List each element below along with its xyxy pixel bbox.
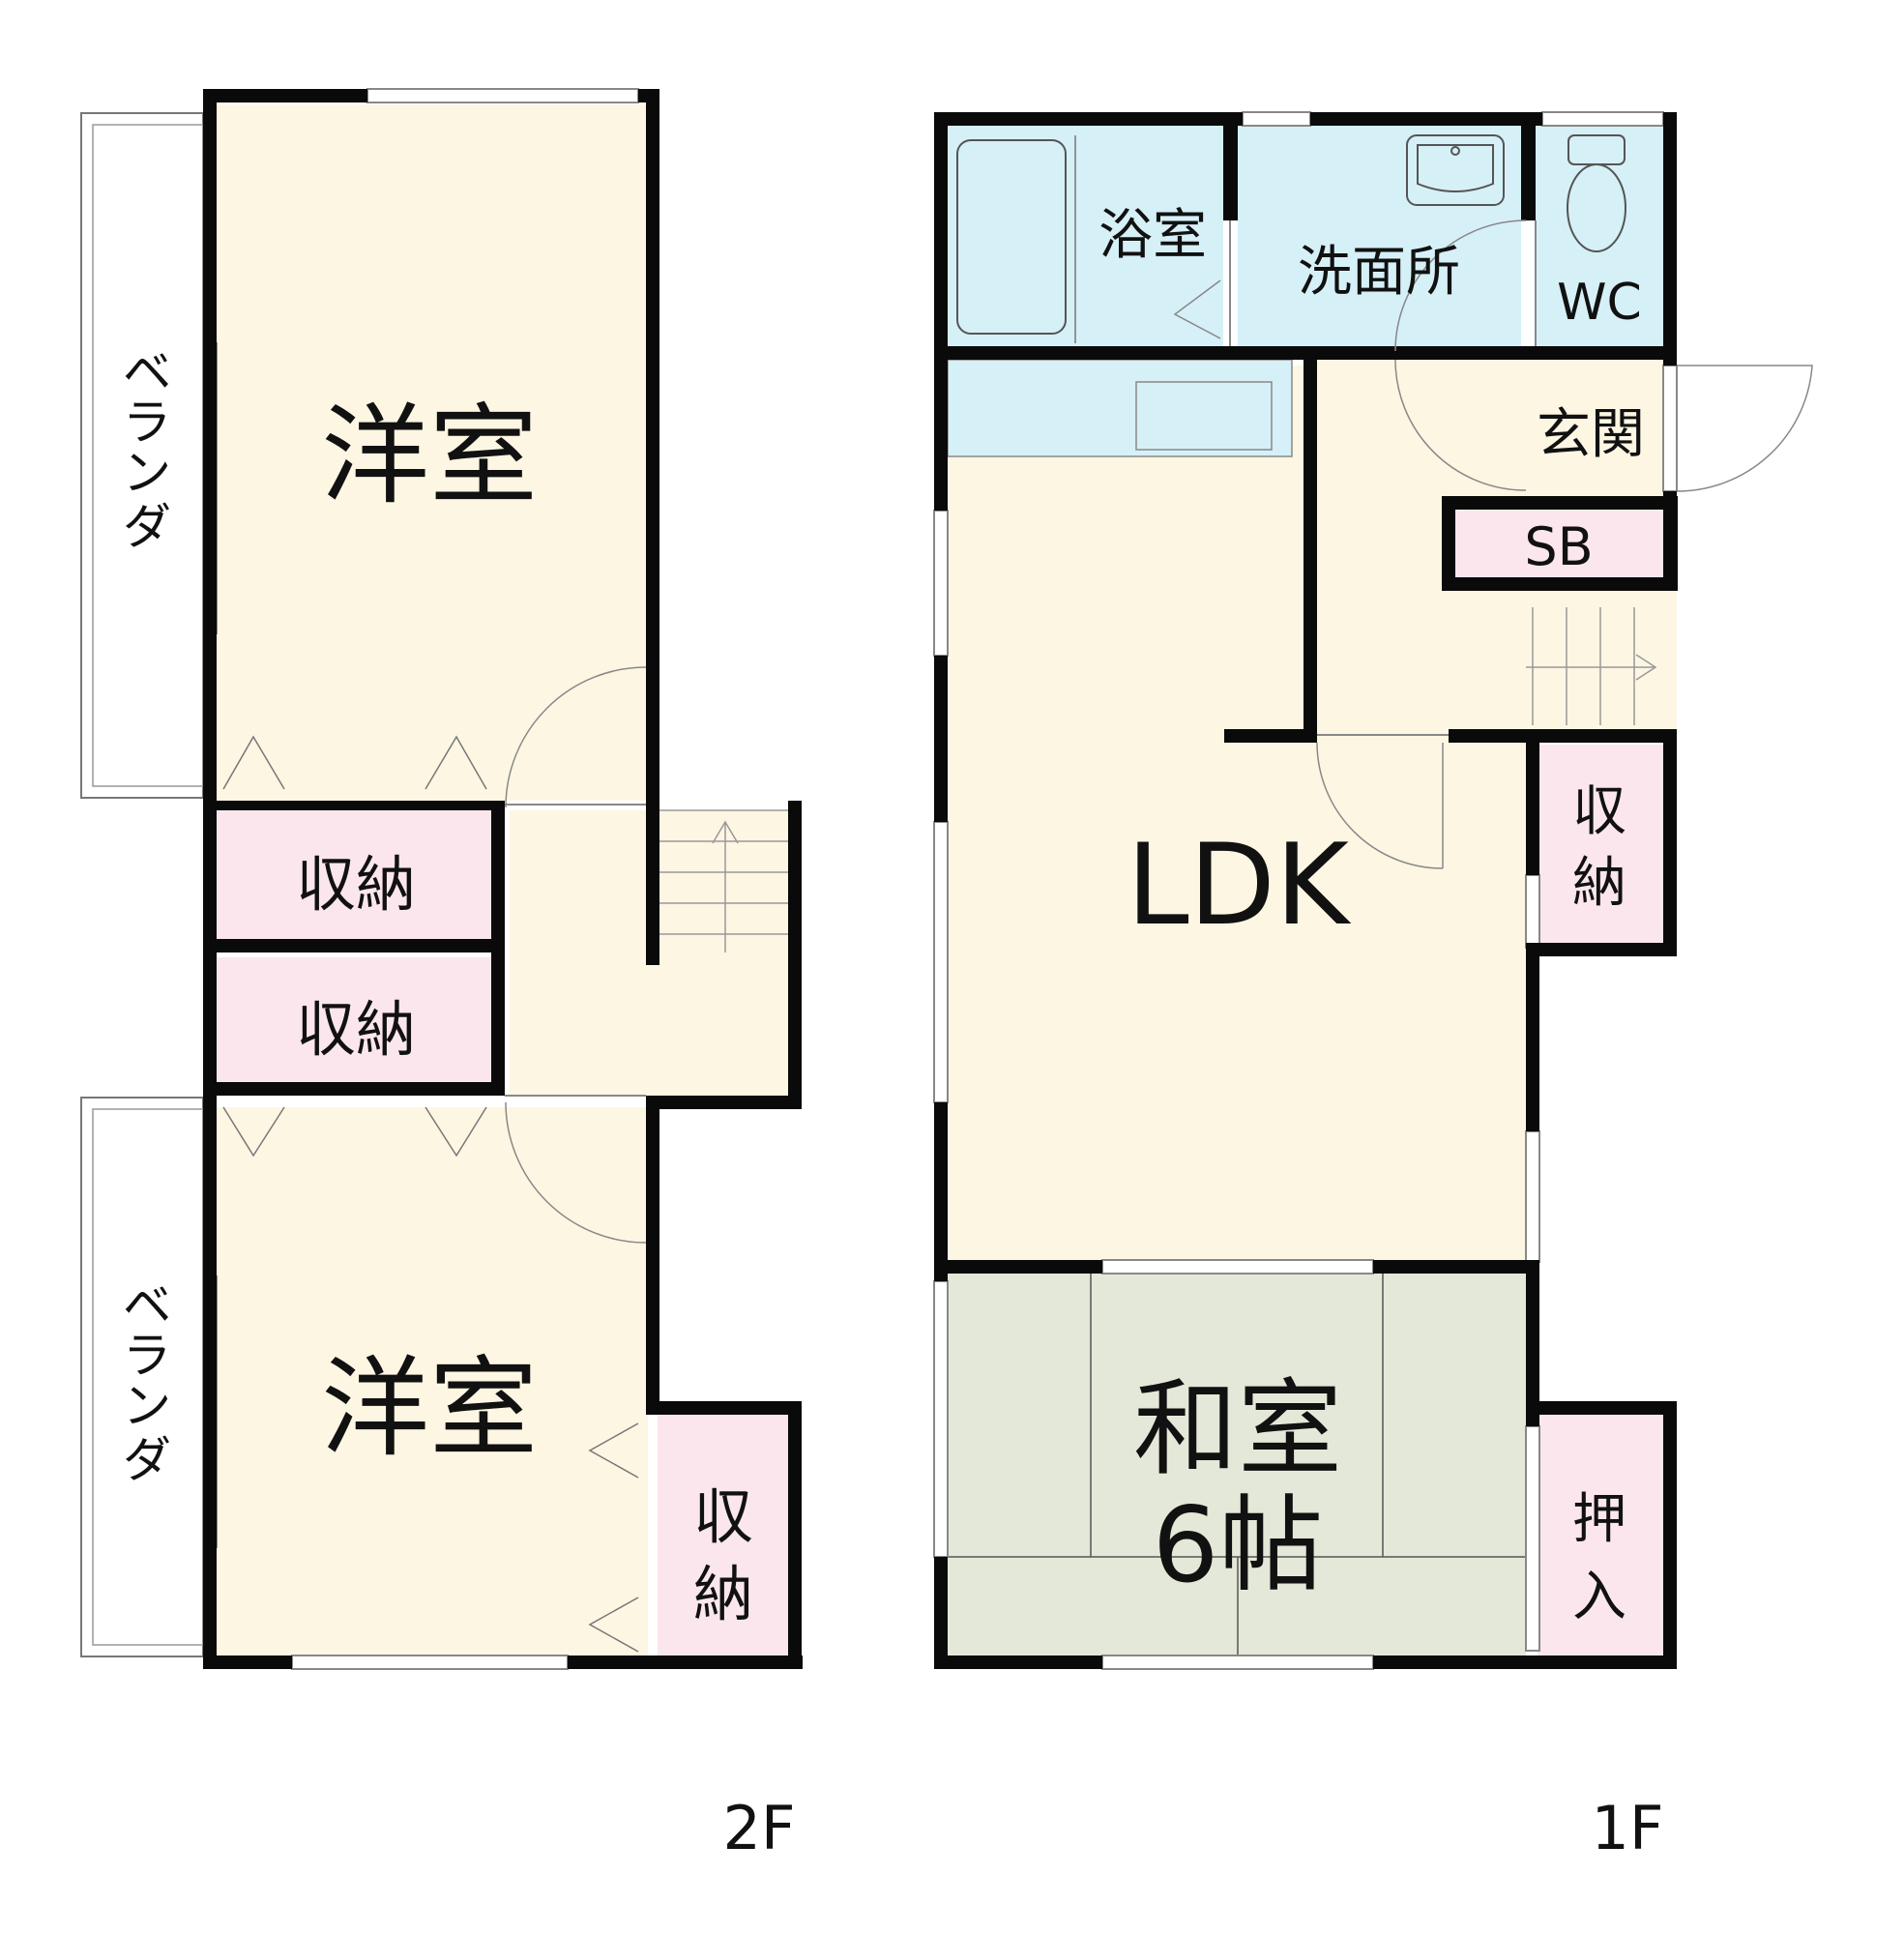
veranda-top-label-2: ラ	[123, 395, 171, 451]
veranda-bottom-label-2: ラ	[123, 1328, 171, 1384]
washroom-label: 洗面所	[1298, 241, 1460, 304]
washroom-floor	[1238, 126, 1521, 346]
bath-label: 浴室	[1098, 204, 1207, 267]
western-room-bottom-label: 洋室	[321, 1346, 538, 1472]
veranda-top	[80, 112, 204, 799]
western-room-bottom-floor	[215, 1107, 648, 1656]
window-entrance	[1662, 365, 1678, 492]
stair-floor	[648, 810, 798, 955]
window-ldk-west-2	[933, 821, 949, 1103]
tatami-floor	[948, 1270, 1526, 1656]
window-wc	[1541, 111, 1664, 127]
japanese-room-label: 和室	[1133, 1369, 1342, 1490]
veranda-top-label-3: ン	[123, 445, 171, 501]
window-ldk-west-1	[933, 510, 949, 657]
window-ldk-east	[1525, 1130, 1540, 1263]
closet-label-line1: 押	[1572, 1488, 1626, 1551]
entrance-label: 玄関	[1537, 403, 1645, 466]
veranda-top-label-1: ベ	[123, 344, 171, 400]
storage-c-label-line1: 収	[693, 1481, 753, 1552]
window-2f-top	[366, 88, 639, 103]
stairs-1f	[1526, 607, 1657, 725]
storage-b-label: 収納	[296, 994, 416, 1065]
window-storage-1f	[1525, 874, 1540, 949]
veranda-bottom	[80, 1097, 204, 1657]
window-2f-bottom	[291, 1655, 569, 1670]
wc-label: WC	[1557, 274, 1642, 332]
veranda-bottom-label-4: ダ	[123, 1432, 171, 1488]
floor-label-1f: 1F	[1591, 1793, 1663, 1863]
storage-a-label: 収納	[296, 849, 416, 920]
storage-b-floor	[215, 957, 500, 1096]
ldk-label: LDK	[1127, 820, 1352, 951]
storage-c-label-line2: 納	[693, 1559, 753, 1629]
window-tatami-west	[933, 1280, 949, 1558]
wc-floor	[1536, 126, 1663, 346]
closet-label-line2: 入	[1572, 1566, 1626, 1628]
storage-a-floor	[215, 810, 500, 939]
window-bath	[1242, 111, 1311, 127]
bathtub	[956, 139, 1067, 335]
window-closet	[1525, 1425, 1540, 1652]
storage-1f-label-line2: 納	[1572, 852, 1626, 915]
shoebox-label: SB	[1524, 516, 1593, 577]
veranda-top-label-4: ダ	[123, 499, 171, 555]
closet-floor	[1538, 1412, 1665, 1656]
walls-2f	[203, 89, 803, 1669]
second-floor: 洋室 洋室 収納 収納 収 納 ベ ラ ン ダ ベ ラ ン ダ 2F	[80, 88, 803, 1863]
toilet	[1567, 134, 1626, 252]
shoebox-floor	[1454, 511, 1665, 580]
storage-1f-floor	[1538, 745, 1665, 943]
shoebox-wall	[1442, 496, 1678, 591]
storage-c-floor	[658, 1415, 795, 1656]
veranda-bottom-label-3: ン	[123, 1378, 171, 1434]
window-tatami-north	[1101, 1259, 1374, 1275]
western-room-top-label: 洋室	[321, 394, 538, 519]
japanese-room-size-label: 6帖	[1153, 1485, 1324, 1606]
storage-1f-label-line1: 収	[1572, 780, 1626, 843]
wash-basin	[1406, 134, 1505, 206]
first-floor: 浴室 洗面所 WC 玄関 SB LDK 収 納 和室 6帖 押 入 1F	[933, 111, 1813, 1863]
veranda-bottom-label-1: ベ	[123, 1277, 171, 1333]
window-tatami-south	[1101, 1655, 1374, 1670]
floor-label-2f: 2F	[722, 1793, 795, 1863]
western-room-top-floor	[215, 104, 648, 801]
